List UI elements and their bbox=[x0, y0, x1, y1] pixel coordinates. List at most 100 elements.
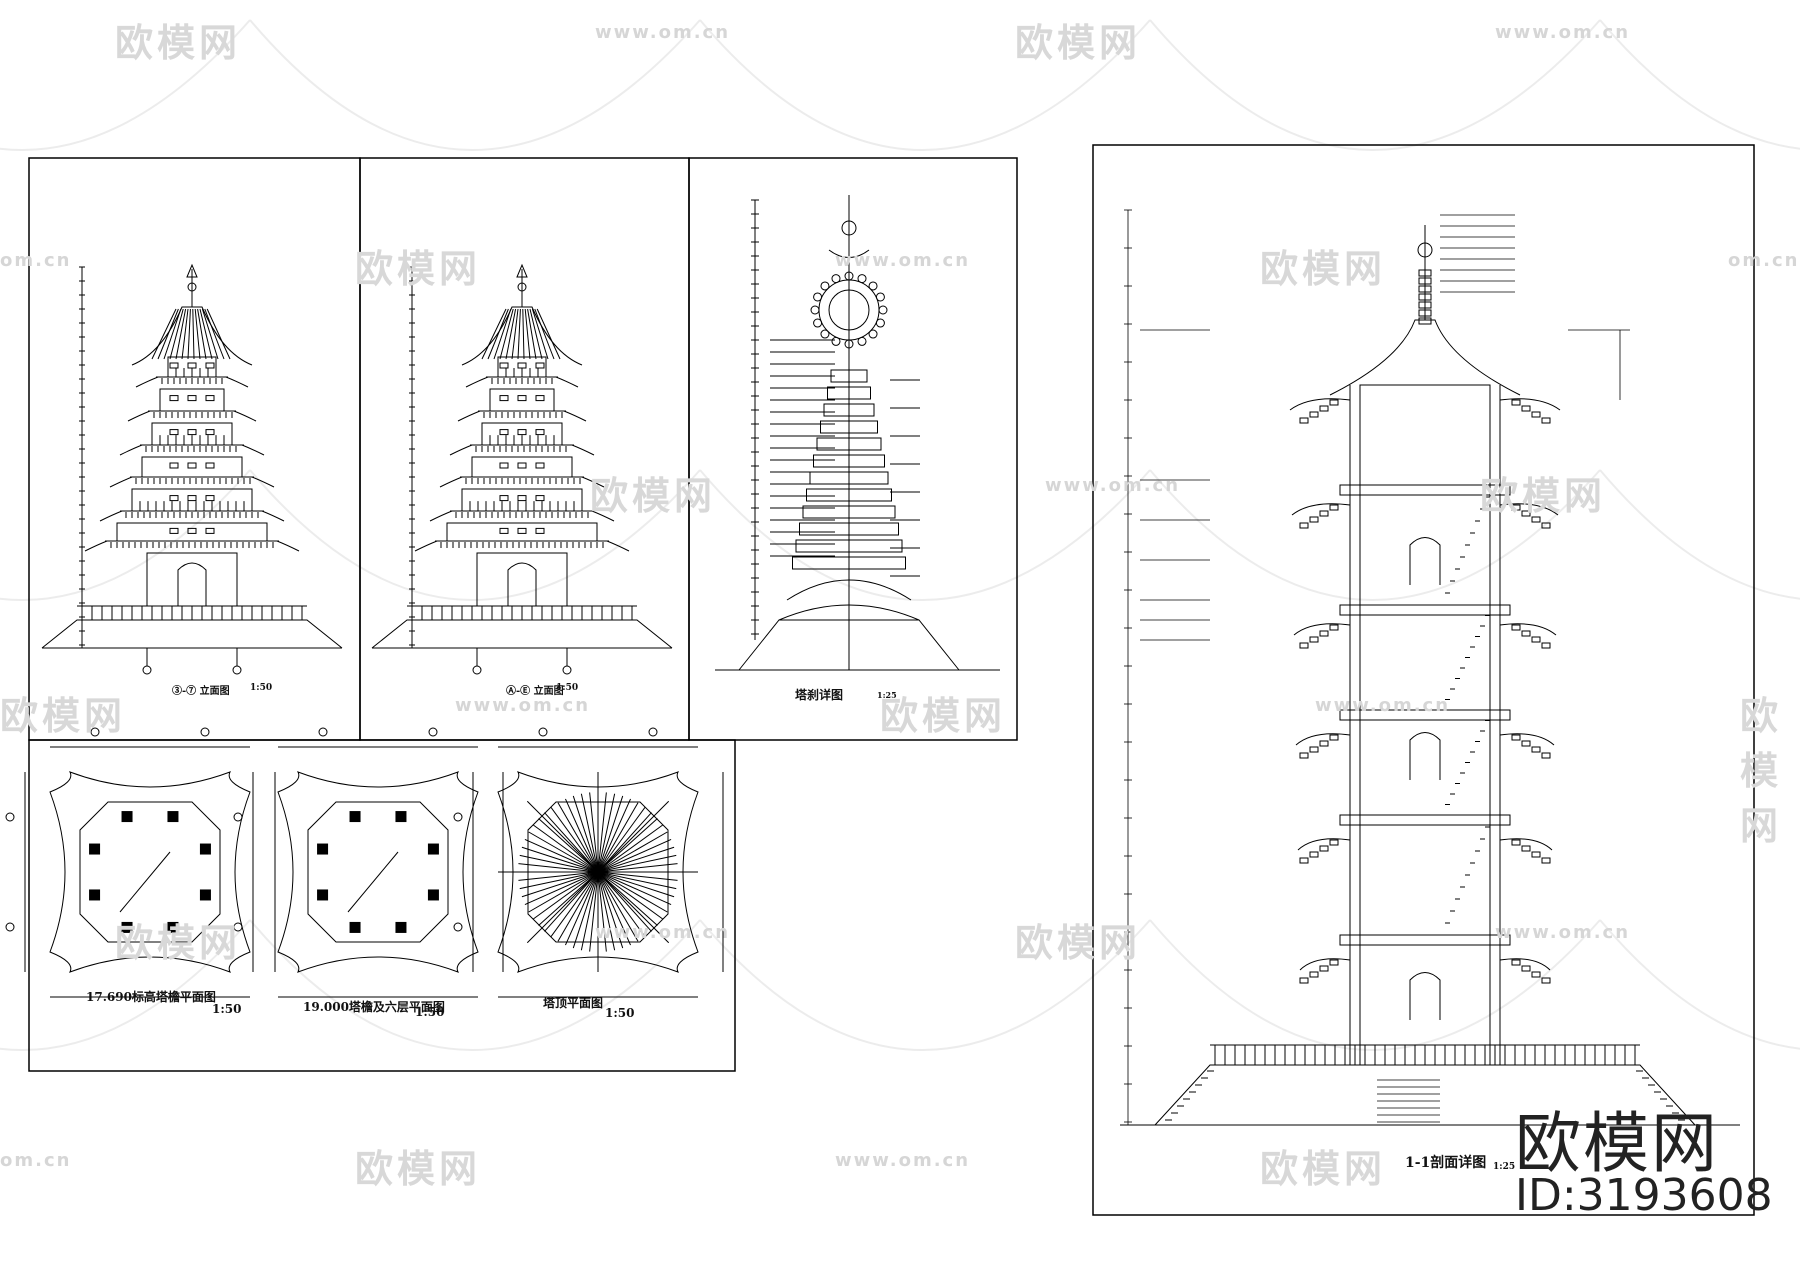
roof-tile bbox=[597, 839, 672, 873]
window bbox=[535, 495, 545, 502]
roof-tile bbox=[532, 871, 599, 920]
crescent bbox=[828, 249, 870, 258]
roof-tile-line bbox=[536, 308, 561, 360]
bracket bbox=[1511, 624, 1521, 631]
platform bbox=[371, 619, 673, 649]
plan-1-title: 17.690标高塔檐平面图 bbox=[86, 990, 216, 1004]
elevation-1-scale: 1:50 bbox=[250, 683, 273, 693]
roof-tile bbox=[557, 802, 599, 873]
wheel-bead bbox=[868, 329, 878, 339]
bracket bbox=[1541, 417, 1551, 424]
roof-tile bbox=[597, 871, 616, 951]
roof-tile bbox=[550, 871, 599, 938]
window bbox=[205, 395, 215, 402]
bracket bbox=[1541, 977, 1551, 984]
eave-outline bbox=[49, 771, 251, 973]
roof-tile-line bbox=[493, 308, 512, 360]
stacked-ring bbox=[795, 539, 903, 553]
frame-section bbox=[1092, 144, 1755, 1216]
roof-tile bbox=[572, 871, 599, 949]
roof-tile-line bbox=[517, 308, 521, 360]
bracket bbox=[1319, 510, 1329, 517]
column bbox=[89, 843, 101, 855]
eave bbox=[127, 410, 257, 422]
finial-ring bbox=[1418, 285, 1432, 293]
roof-tile bbox=[597, 871, 678, 881]
wheel-bead bbox=[844, 271, 854, 281]
bracket bbox=[1521, 965, 1531, 972]
roof-tile bbox=[597, 854, 677, 873]
wheel-bead bbox=[844, 339, 854, 349]
bracket bbox=[1531, 746, 1541, 753]
roof-tile bbox=[597, 798, 631, 873]
roof-tile bbox=[557, 871, 599, 942]
finial-ring bbox=[187, 282, 197, 292]
finial-ring bbox=[1418, 293, 1432, 301]
model-id: ID:3193608 bbox=[1515, 1170, 1773, 1221]
finial-ring bbox=[517, 282, 527, 292]
roof-tile-line bbox=[163, 308, 182, 360]
watermark-logo: 欧模网 bbox=[1260, 1147, 1387, 1191]
roof-tile bbox=[597, 871, 672, 905]
bracket bbox=[1319, 965, 1329, 972]
floor-slab bbox=[1339, 484, 1511, 496]
axis-bubble bbox=[648, 727, 658, 737]
bracket bbox=[1521, 740, 1531, 747]
stacked-ring bbox=[827, 386, 871, 400]
window bbox=[187, 462, 197, 469]
wheel-bead bbox=[857, 274, 867, 284]
bracket bbox=[1329, 624, 1339, 631]
watermark-arc bbox=[699, 469, 1151, 601]
bracket bbox=[1329, 959, 1339, 966]
plan-2-title: 19.000塔檐及六层平面图 bbox=[303, 1000, 445, 1014]
bracket bbox=[1309, 746, 1319, 753]
column bbox=[317, 843, 329, 855]
elevation-2-title: Ⓐ-Ⓔ 立面图 bbox=[506, 686, 564, 697]
finial-ring bbox=[1418, 317, 1432, 325]
bracket bbox=[1329, 504, 1339, 511]
roof-tile bbox=[597, 793, 616, 873]
axis-bubble bbox=[5, 812, 15, 822]
eave-left bbox=[1295, 733, 1351, 746]
frame-plans bbox=[28, 739, 736, 1072]
window bbox=[187, 362, 197, 369]
axis-bubble bbox=[233, 812, 243, 822]
roof-tile bbox=[597, 812, 652, 873]
axis-bubble bbox=[453, 922, 463, 932]
roof-tile bbox=[521, 871, 599, 898]
eave-right bbox=[1499, 503, 1559, 516]
section-scale: 1:25 bbox=[1493, 1162, 1516, 1172]
stacked-ring bbox=[820, 420, 878, 434]
axis-bubble bbox=[453, 812, 463, 822]
roof-tile bbox=[597, 806, 646, 873]
stacked-ring bbox=[813, 454, 885, 468]
roof-tile bbox=[597, 871, 607, 952]
column bbox=[167, 921, 179, 933]
storey-body bbox=[141, 456, 243, 478]
storey-body bbox=[131, 488, 253, 512]
watermark-logo: 欧模网 bbox=[1260, 247, 1387, 291]
eave-left bbox=[1291, 503, 1351, 516]
window bbox=[517, 429, 527, 436]
platform bbox=[41, 619, 343, 649]
elevation-2-scale: 1:50 bbox=[556, 683, 579, 693]
column bbox=[199, 843, 211, 855]
window bbox=[187, 395, 197, 402]
roof-tile-line bbox=[199, 308, 213, 360]
axis-bubble bbox=[538, 727, 548, 737]
arched-door bbox=[507, 562, 537, 606]
brand-logo-text: 欧模网 bbox=[1515, 1105, 1719, 1182]
bracket bbox=[1299, 417, 1309, 424]
elevation-1-title: ③-⑦ 立面图 bbox=[172, 686, 230, 697]
watermark-arc bbox=[1599, 919, 1800, 1050]
finial-ring bbox=[1418, 301, 1432, 309]
roof-tile bbox=[524, 839, 599, 873]
roof-tile-line bbox=[157, 308, 179, 360]
eave-right bbox=[1499, 838, 1553, 851]
watermark-url: om.cn bbox=[1728, 250, 1800, 271]
watermark-arc bbox=[1599, 19, 1800, 150]
watermark-logo: 欧模网 bbox=[590, 474, 717, 518]
watermark-url: www.om.cn bbox=[455, 695, 591, 716]
octagon-wall bbox=[307, 801, 449, 943]
